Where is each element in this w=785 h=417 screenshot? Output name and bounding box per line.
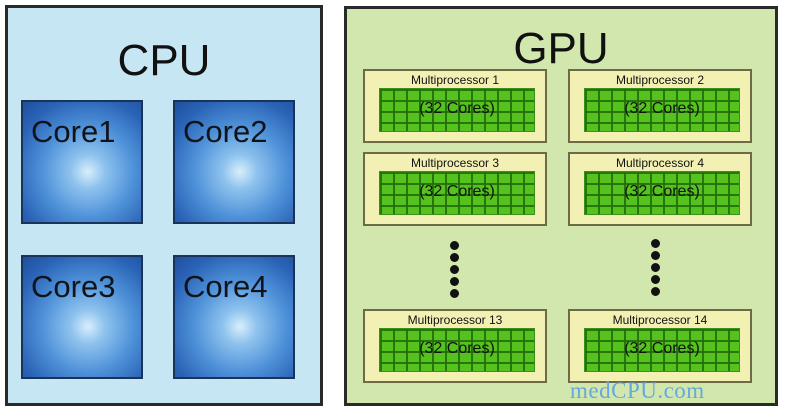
dot [651, 251, 660, 260]
multiprocessor-3: Multiprocessor 3 (32 Cores) [363, 152, 547, 226]
cpu-core-4: Core4 [173, 255, 295, 379]
cpu-core-3: Core3 [21, 255, 143, 379]
core-grid: (32 Cores) [379, 171, 535, 215]
core-count-label: (32 Cores) [419, 340, 495, 357]
dot [450, 277, 459, 286]
core-count-label: (32 Cores) [624, 100, 700, 117]
multiprocessor-13: Multiprocessor 13 (32 Cores) [363, 309, 547, 383]
multiprocessor-1: Multiprocessor 1 (32 Cores) [363, 69, 547, 143]
gpu-title: GPU [513, 24, 609, 73]
core-grid: (32 Cores) [584, 171, 740, 215]
cpu-core-label: Core2 [183, 114, 268, 149]
core-grid: (32 Cores) [379, 88, 535, 132]
dot [651, 287, 660, 296]
core-grid: (32 Cores) [584, 88, 740, 132]
multiprocessor-label: Multiprocessor 2 [615, 73, 705, 87]
multiprocessor-label: Multiprocessor 13 [407, 313, 503, 327]
cpu-core-1: Core1 [21, 100, 143, 224]
multiprocessor-label: Multiprocessor 14 [612, 313, 708, 327]
watermark: medCPU.com [570, 378, 705, 403]
core-grid: (32 Cores) [584, 328, 740, 372]
multiprocessor-label: Multiprocessor 3 [410, 156, 500, 170]
multiprocessor-2: Multiprocessor 2 (32 Cores) [568, 69, 752, 143]
core-count-label: (32 Cores) [624, 183, 700, 200]
dot [651, 263, 660, 272]
cpu-core-2: Core2 [173, 100, 295, 224]
cpu-core-label: Core3 [31, 269, 116, 304]
dot [450, 241, 459, 250]
core-count-label: (32 Cores) [419, 183, 495, 200]
dot [651, 239, 660, 248]
dot [450, 265, 459, 274]
dot [450, 253, 459, 262]
multiprocessor-label: Multiprocessor 1 [410, 73, 500, 87]
cpu-title: CPU [117, 36, 211, 85]
core-count-label: (32 Cores) [419, 100, 495, 117]
dot [450, 289, 459, 298]
multiprocessor-14: Multiprocessor 14 (32 Cores) [568, 309, 752, 383]
cpu-core-label: Core1 [31, 114, 116, 149]
multiprocessor-4: Multiprocessor 4 (32 Cores) [568, 152, 752, 226]
dot [651, 275, 660, 284]
multiprocessor-label: Multiprocessor 4 [615, 156, 705, 170]
core-grid: (32 Cores) [379, 328, 535, 372]
cpu-core-label: Core4 [183, 269, 268, 304]
core-count-label: (32 Cores) [624, 340, 700, 357]
